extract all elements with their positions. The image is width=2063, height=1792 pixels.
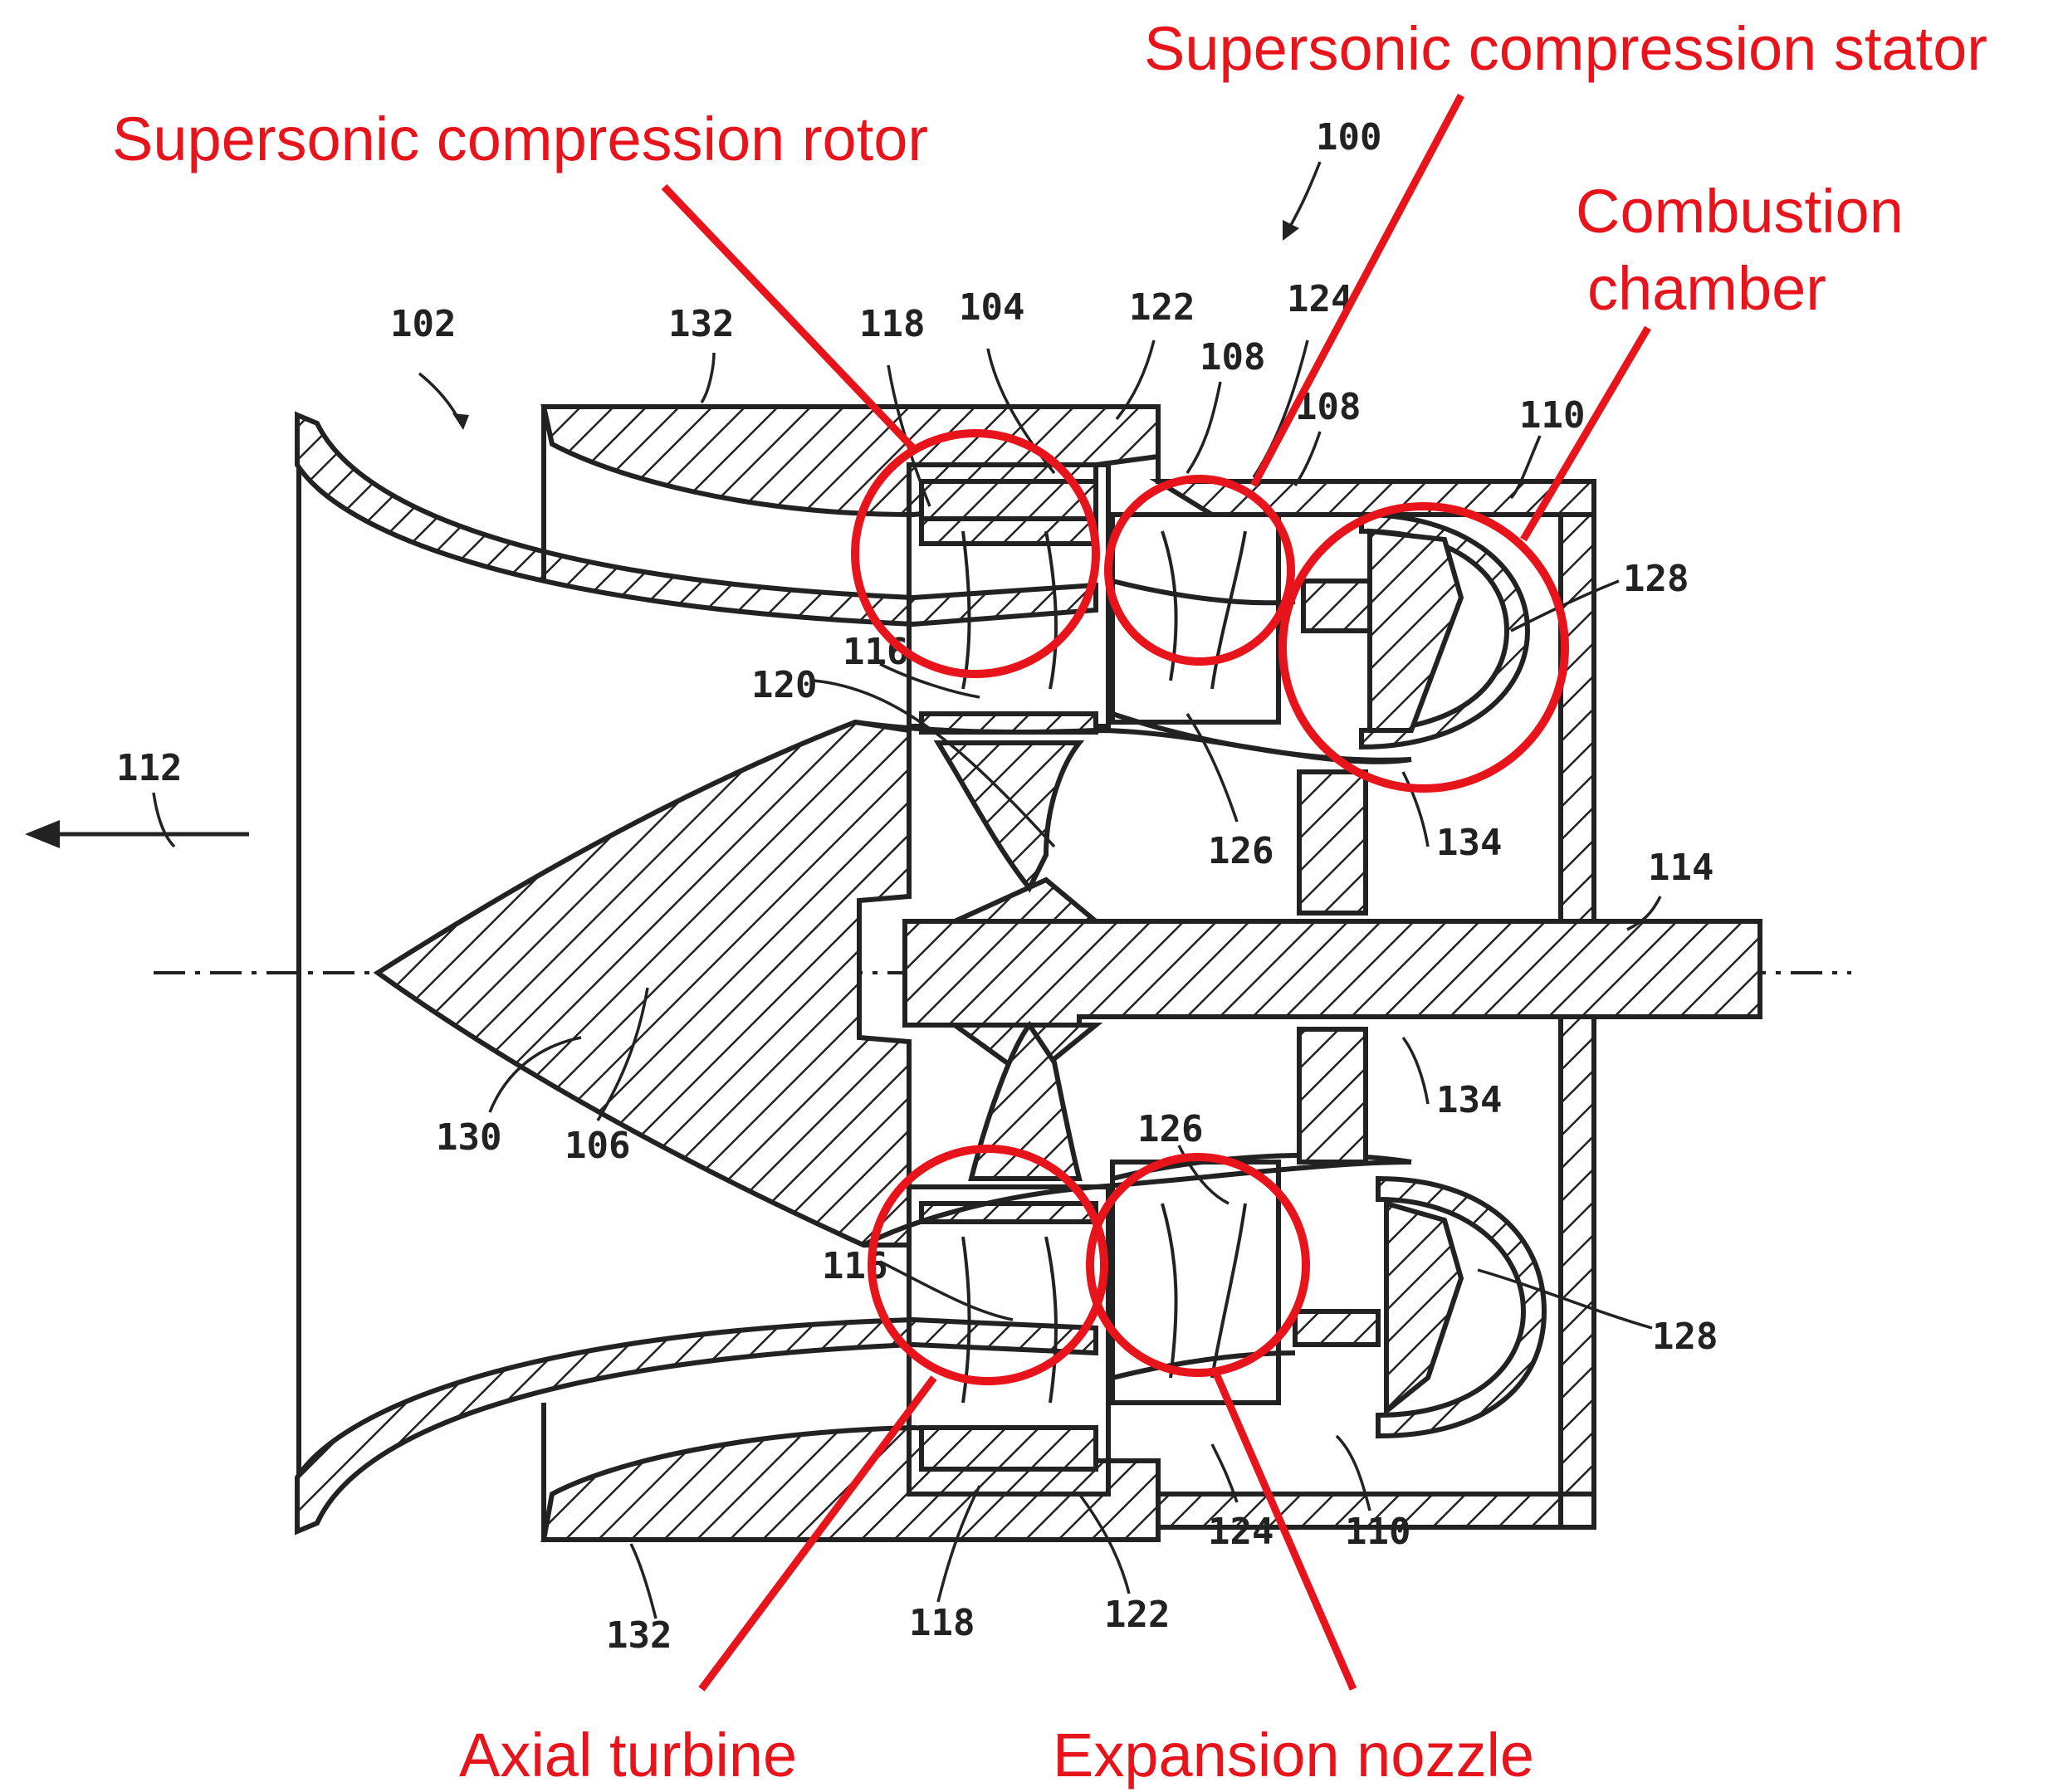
reference-numerals: 100 102 132 118 104 122 124 108 108 110 … [116,116,1718,1657]
inner-flow-boundary-upper [854,720,1412,764]
ref-102: 102 [390,303,456,345]
ref-116-bottom: 116 [822,1245,887,1287]
ref-132-top: 132 [668,303,734,345]
engine-drawing [25,404,1851,1542]
turbine-highlight-circle [868,1145,1108,1385]
ref-120: 120 [751,664,817,706]
stator-leader [1250,93,1464,488]
nozzle-highlight-circle [1086,1153,1310,1377]
nozzle-leader [1212,1372,1357,1691]
annotation-labels: Supersonic compression stator Supersonic… [112,14,1987,1790]
ref-104: 104 [959,286,1024,329]
ref-122-bottom: 122 [1104,1594,1170,1636]
rotor-leader [661,183,917,452]
label-axial-turbine: Axial turbine [459,1721,797,1790]
inner-flow-boundary-lower [862,1160,1412,1248]
casing-band-bottom [1156,1492,1563,1530]
ref-128-bottom: 128 [1652,1316,1718,1358]
label-combustion: Combustion [1576,177,1904,246]
ref-118-bottom: 118 [909,1602,975,1644]
lower-rotor [907,1020,1111,1497]
ref-134-top: 134 [1436,822,1502,864]
ref-114: 114 [1648,847,1713,889]
ref-112: 112 [116,747,182,789]
rotor-highlight-circle [851,429,1100,678]
label-expansion-nozzle: Expansion nozzle [1053,1721,1534,1790]
lower-fuel-injector [1384,1200,1464,1417]
annotation-circles [851,429,1569,1385]
combustion-highlight-circle [1278,502,1569,793]
label-chamber: chamber [1587,254,1826,323]
lower-stator [1110,1027,1547,1439]
upper-rotor [907,462,1111,893]
lower-combustor-liner [1376,1175,1547,1439]
center-cone [373,719,912,1248]
lower-nozzle-wall [295,1316,1098,1536]
ref-130: 130 [436,1116,501,1159]
ref-122-top: 122 [1129,286,1195,329]
ref-108-a: 108 [1200,336,1265,378]
label-supersonic-compression-stator: Supersonic compression stator [1144,14,1987,83]
ref-100: 100 [1316,116,1381,159]
ref-128-top: 128 [1623,558,1689,600]
shaft-hub [953,876,1103,924]
upper-stator [1110,511,1531,916]
main-shaft [902,919,1762,1041]
ref-126-top: 126 [1208,830,1273,872]
ref-132-bottom: 132 [606,1614,672,1657]
ref-110-top: 110 [1519,394,1585,437]
annotation-leaders [661,93,1651,1692]
label-supersonic-compression-rotor: Supersonic compression rotor [112,105,928,173]
ref-134-bottom: 134 [1436,1079,1502,1121]
ref-106: 106 [565,1125,630,1167]
upper-combustor-liner [1359,511,1531,750]
combustion-leader [1520,325,1651,542]
stator-highlight-circle [1104,475,1295,666]
ref-116-top: 116 [843,631,908,673]
ref-126-bottom: 126 [1137,1108,1203,1150]
flow-arrow [25,820,249,848]
upper-fuel-injector [1367,528,1464,733]
ref-124-bottom: 124 [1208,1511,1273,1553]
turbine-leader [698,1375,937,1692]
ref-110-bottom: 110 [1345,1511,1410,1553]
ref-118-top: 118 [859,303,925,345]
upper-nozzle-wall [295,411,1098,627]
